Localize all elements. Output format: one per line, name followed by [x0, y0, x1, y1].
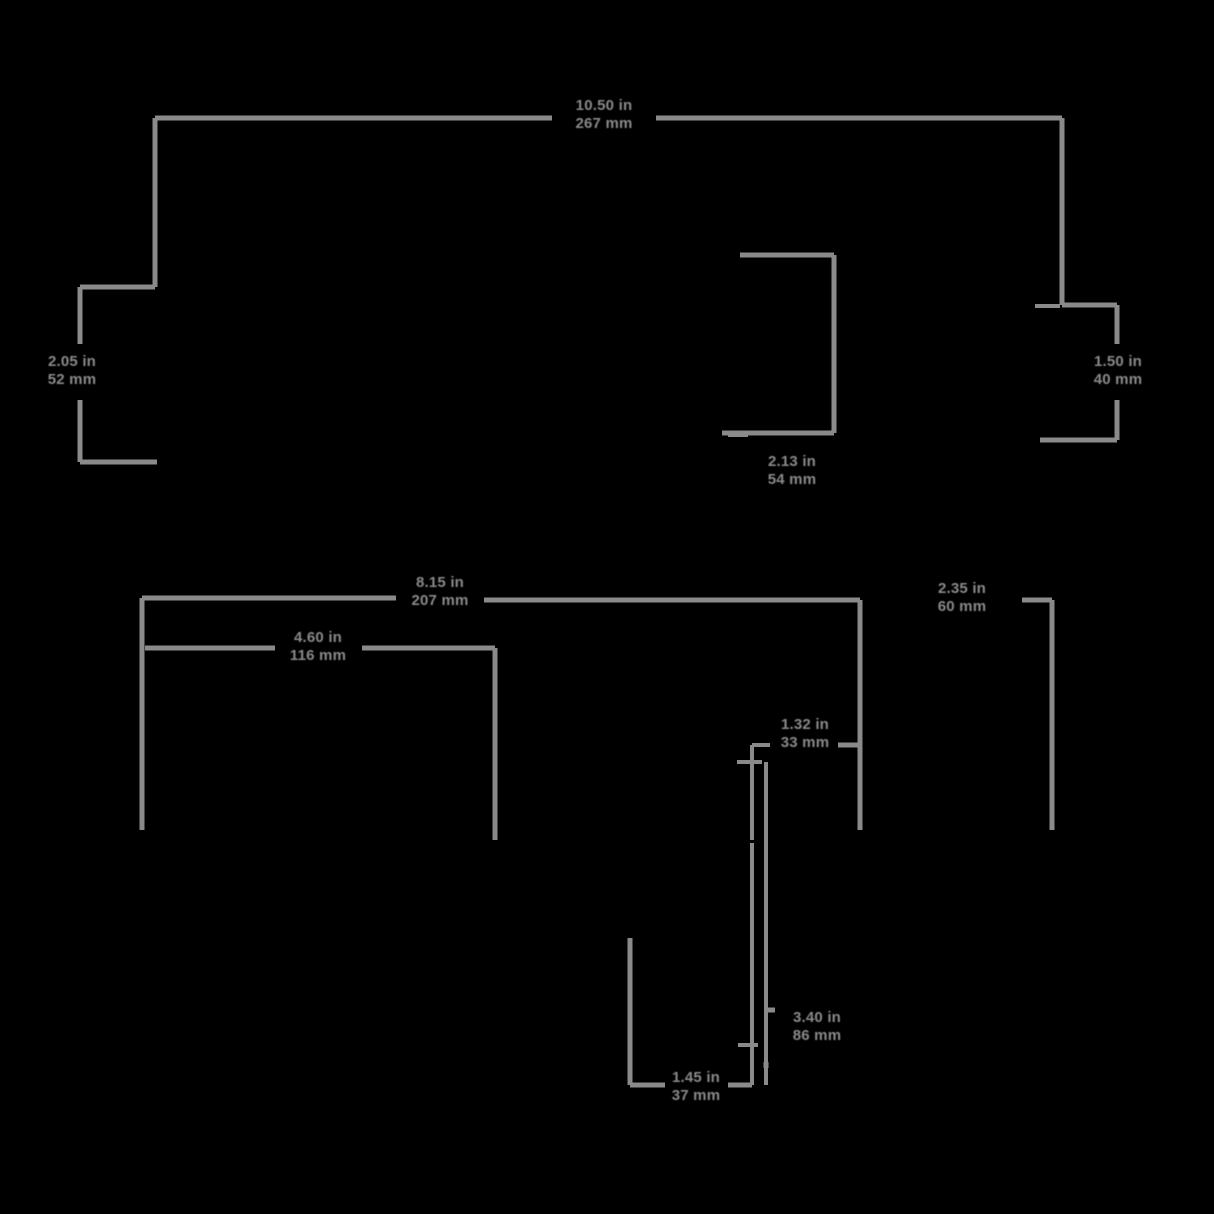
lower-overall-width-label: 8.15 in 207 mm	[381, 574, 499, 610]
lower-inner-width-inches: 4.60 in	[293, 629, 343, 646]
left-height-inches: 2.05 in	[47, 353, 97, 370]
lower-tall-height-label: 3.40 in 86 mm	[758, 1009, 876, 1045]
overall-width-mm: 267 mm	[575, 115, 633, 132]
lower-inner-width-mm: 116 mm	[289, 647, 347, 664]
lower-right-width-inches: 2.35 in	[937, 580, 987, 597]
lower-short-height-inches: 1.45 in	[671, 1069, 721, 1086]
lower-overall-width-mm: 207 mm	[411, 592, 469, 609]
left-height-label: 2.05 in 52 mm	[17, 353, 127, 389]
lower-right-width-label: 2.35 in 60 mm	[903, 580, 1021, 616]
overall-width-label: 10.50 in 267 mm	[542, 97, 666, 133]
lower-short-height-mm: 37 mm	[671, 1087, 721, 1104]
lower-short-height-label: 1.45 in 37 mm	[637, 1069, 755, 1105]
right-height-dimension	[1035, 302, 1120, 443]
center-height-mm: 54 mm	[767, 471, 817, 488]
right-height-label: 1.50 in 40 mm	[1063, 353, 1173, 389]
center-height-inches: 2.13 in	[767, 453, 817, 470]
left-height-mm: 52 mm	[47, 371, 97, 388]
lower-overall-width-inches: 8.15 in	[415, 574, 465, 591]
left-height-dimension	[77, 284, 157, 465]
lower-inner-width-dimension	[145, 645, 498, 840]
lower-mid-height-mm: 33 mm	[780, 734, 830, 751]
lower-mid-height-inches: 1.32 in	[780, 716, 830, 733]
right-height-inches: 1.50 in	[1093, 353, 1143, 370]
lower-overall-width-dimension	[139, 595, 863, 830]
center-height-dimension	[722, 252, 837, 437]
lower-mid-height-dimension	[737, 742, 860, 840]
overall-width-dimension	[152, 115, 1065, 305]
overall-width-inches: 10.50 in	[575, 97, 633, 114]
lower-short-height-dimension	[627, 938, 768, 1088]
lower-right-width-mm: 60 mm	[937, 598, 987, 615]
right-height-mm: 40 mm	[1093, 371, 1143, 388]
lower-tall-height-mm: 86 mm	[792, 1027, 842, 1044]
lower-tall-height-inches: 3.40 in	[792, 1009, 842, 1026]
lower-mid-height-label: 1.32 in 33 mm	[746, 716, 864, 752]
lower-inner-width-label: 4.60 in 116 mm	[259, 629, 377, 665]
center-height-label: 2.13 in 54 mm	[733, 453, 851, 489]
lower-right-width-dimension	[1022, 597, 1055, 830]
